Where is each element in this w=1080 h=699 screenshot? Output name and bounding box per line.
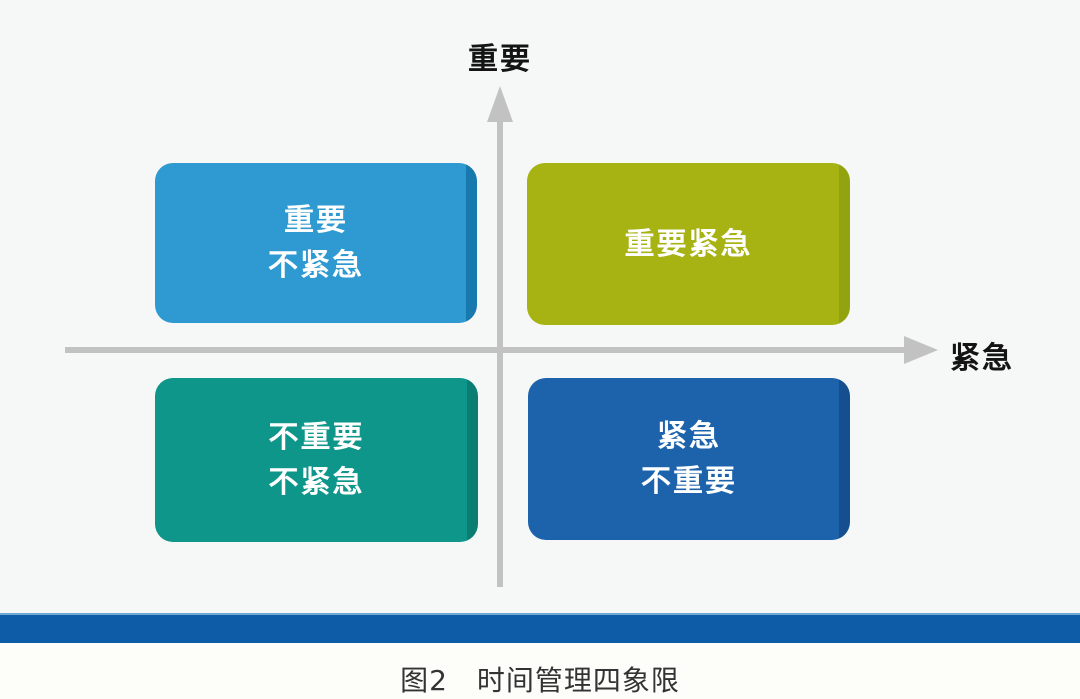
figure-caption: 图2 时间管理四象限: [400, 664, 680, 697]
quadrant-label-line: 重要紧急: [624, 226, 753, 262]
quadrant-label-line: 不紧急: [268, 465, 365, 500]
quadrant-label-line: 不重要: [641, 464, 737, 499]
right-arrowhead-icon: [904, 336, 938, 364]
quadrant-not-important-not-urgent: 不重要 不紧急: [155, 378, 478, 542]
quadrant-important-urgent: 重要紧急: [527, 163, 850, 325]
quadrant-label-line: 不重要: [268, 420, 365, 455]
x-axis-label: 紧急: [950, 341, 1014, 376]
footer-area: [0, 643, 1080, 699]
quadrant-label-line: 重要: [284, 203, 348, 238]
quadrant-label-line: 不紧急: [268, 248, 364, 283]
quadrant-important-not-urgent: 重要 不紧急: [155, 163, 477, 323]
quadrant-urgent-not-important: 紧急 不重要: [528, 378, 850, 540]
y-axis-label: 重要: [468, 42, 532, 77]
quadrant-label-line: 紧急: [657, 419, 721, 454]
divider-bar: [0, 613, 1080, 643]
up-arrowhead-icon: [487, 86, 513, 122]
